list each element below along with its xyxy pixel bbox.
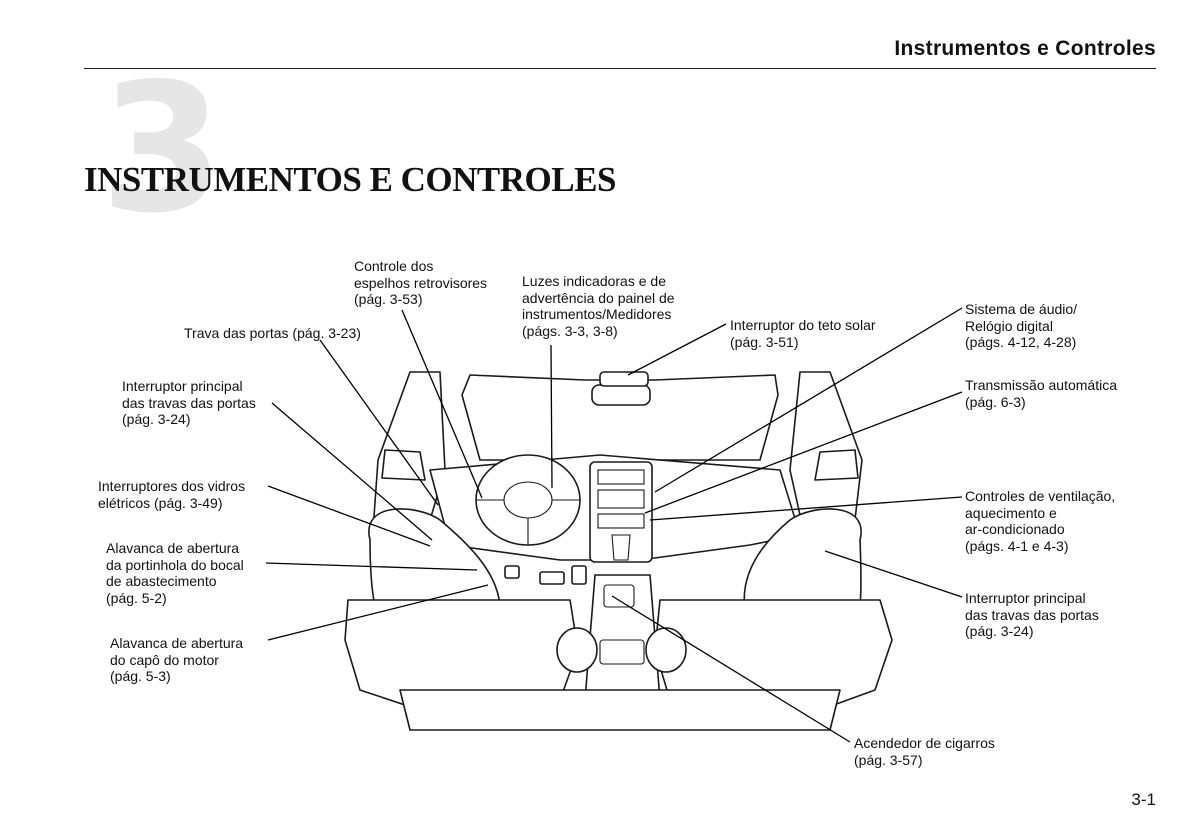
leader-lines [265, 307, 963, 743]
header-rule [84, 68, 1156, 69]
callout-cigarette-lighter: Acendedor de cigarros (pág. 3-57) [854, 735, 995, 768]
rearview-mirror [591, 384, 651, 406]
leader-master-lock-left [271, 402, 433, 541]
leader-fuel-door [265, 562, 478, 571]
callout-indicator-lights: Luzes indicadoras e de advertência do pa… [522, 273, 675, 339]
running-header: Instrumentos e Controles [894, 37, 1156, 60]
center-stack [589, 461, 653, 563]
callout-mirror-control: Controle dos espelhos retrovisores (pág.… [354, 258, 488, 307]
callout-transmission: Transmissão automática (pág. 6-3) [965, 377, 1117, 410]
callout-master-lock-left: Interruptor principal das travas das por… [122, 378, 256, 427]
right-rear-headrest [645, 627, 687, 673]
leader-door-lock [319, 339, 439, 506]
right-side-mirror [814, 449, 859, 481]
leader-hood-release [267, 584, 489, 641]
callout-power-windows: Interruptores dos vidros elétricos (pág.… [98, 478, 246, 511]
callout-fuel-door: Alavanca de abertura da portinhola do bo… [106, 540, 244, 606]
leader-climate [649, 496, 963, 521]
chapter-title: INSTRUMENTOS E CONTROLES [84, 160, 616, 199]
left-rear-headrest [556, 627, 598, 673]
leader-master-lock-right [824, 550, 963, 598]
callout-climate: Controles de ventilação, aquecimento e a… [965, 488, 1116, 554]
callout-moonroof: Interruptor do teto solar (pág. 3-51) [730, 317, 876, 350]
callout-master-lock-right: Interruptor principal das travas das por… [965, 590, 1099, 639]
leader-mirror-control [401, 309, 483, 499]
left-side-mirror [381, 449, 426, 481]
callout-hood-release: Alavanca de abertura do capô do motor (p… [110, 635, 244, 684]
sunroof-switch-housing [599, 371, 649, 387]
leader-cigarette-lighter [611, 595, 851, 743]
chapter-number: 3 [100, 45, 224, 252]
leader-audio [654, 307, 963, 493]
callout-door-lock: Trava das portas (pág. 3-23) [184, 325, 361, 341]
leader-moonroof [627, 323, 727, 376]
leader-transmission [644, 391, 963, 514]
leader-power-windows [267, 485, 431, 547]
page-number: 3-1 [1131, 790, 1156, 809]
callout-audio: Sistema de áudio/ Relógio digital (págs.… [965, 301, 1078, 350]
leader-indicator-lights [550, 344, 553, 489]
